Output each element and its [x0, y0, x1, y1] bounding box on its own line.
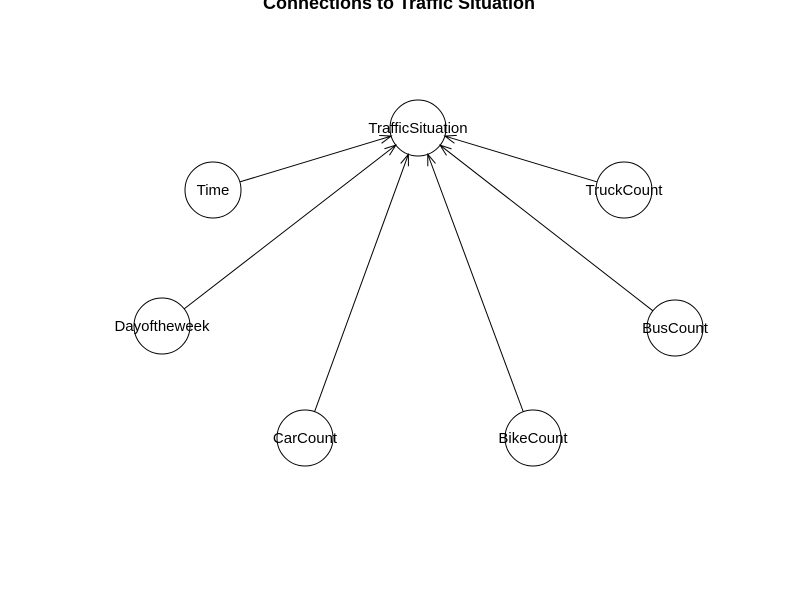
node-circle [184, 161, 242, 219]
edge-line [239, 135, 392, 183]
node-time: Time [184, 161, 242, 219]
edge-line [439, 144, 654, 312]
edges-layer [183, 134, 654, 412]
edge-line [314, 154, 409, 412]
diagram-title: Connections to Traffic Situation [263, 0, 535, 13]
node-label: Time [197, 182, 230, 199]
node-traffic-situation: TrafficSituation [368, 99, 468, 157]
edge-dayoftheweek-to-traffic-situation [183, 144, 398, 310]
node-label: BusCount [642, 320, 709, 337]
node-label: CarCount [273, 430, 338, 447]
edge-truck-count-to-traffic-situation [443, 134, 598, 183]
edge-time-to-traffic-situation [239, 134, 393, 183]
node-circle [504, 409, 562, 467]
edge-bus-count-to-traffic-situation [438, 144, 654, 312]
node-circle [389, 99, 447, 157]
edge-car-count-to-traffic-situation [314, 152, 409, 412]
node-bus-count: BusCount [642, 299, 709, 357]
edge-bike-count-to-traffic-situation [427, 152, 524, 412]
node-bike-count: BikeCount [498, 409, 568, 467]
node-label: BikeCount [498, 430, 568, 447]
node-label: Dayoftheweek [114, 318, 210, 335]
edge-line [444, 135, 598, 183]
node-dayoftheweek: Dayoftheweek [114, 297, 210, 355]
node-label: TruckCount [586, 182, 664, 199]
node-truck-count: TruckCount [586, 161, 664, 219]
edge-line [183, 144, 397, 310]
node-circle [276, 409, 334, 467]
node-label: TrafficSituation [368, 120, 467, 137]
node-circle [595, 161, 653, 219]
edge-line [427, 154, 524, 412]
node-car-count: CarCount [273, 409, 338, 467]
node-circle [133, 297, 191, 355]
node-circle [646, 299, 704, 357]
